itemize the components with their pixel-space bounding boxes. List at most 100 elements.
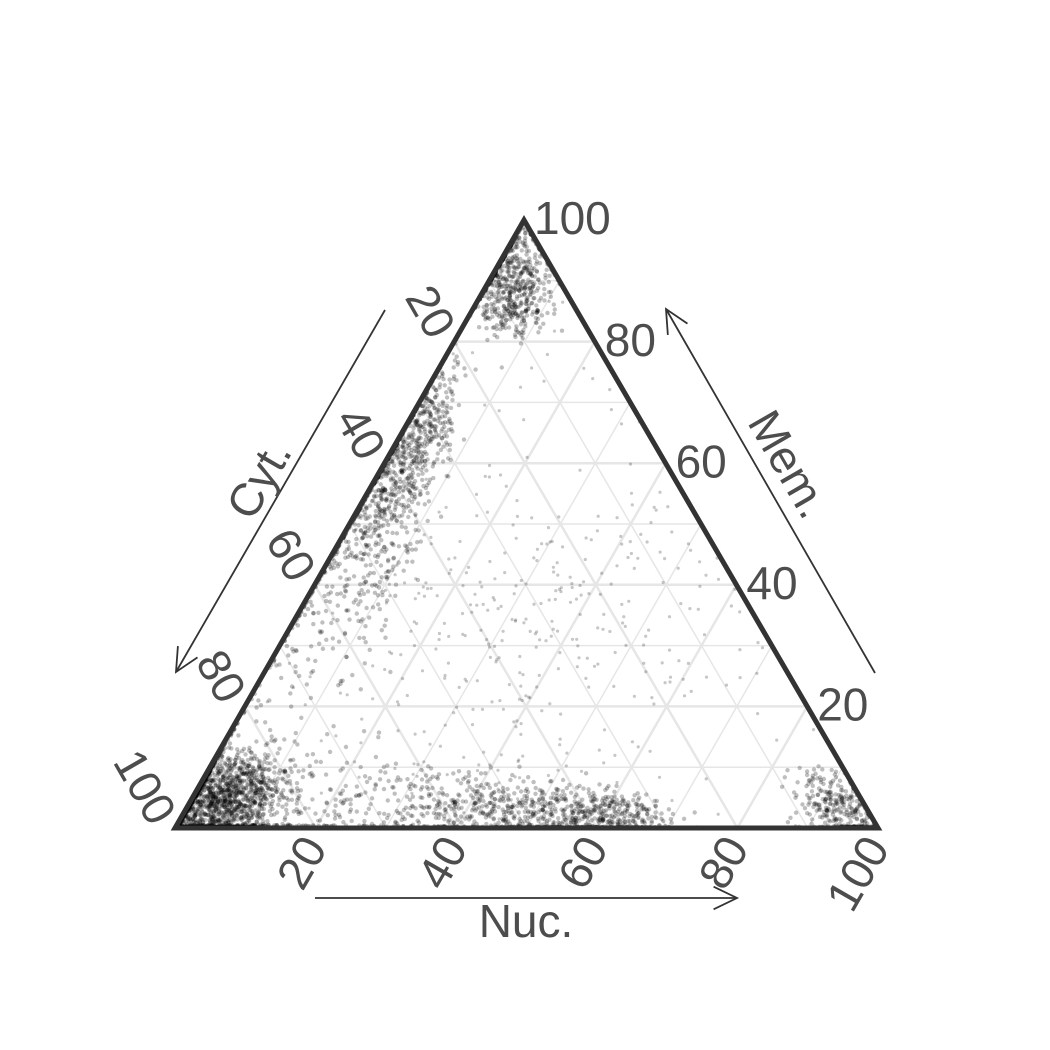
data-point bbox=[413, 547, 418, 552]
data-point bbox=[262, 794, 268, 799]
data-point bbox=[411, 426, 416, 431]
data-point bbox=[281, 777, 286, 782]
data-point bbox=[204, 803, 209, 808]
data-point bbox=[597, 782, 602, 787]
data-point bbox=[227, 817, 232, 823]
data-point bbox=[251, 768, 256, 774]
data-point bbox=[245, 765, 250, 771]
data-point bbox=[358, 582, 363, 587]
data-point bbox=[245, 815, 251, 821]
data-point bbox=[190, 822, 195, 827]
data-point bbox=[255, 787, 261, 793]
data-point bbox=[243, 752, 248, 757]
data-point bbox=[658, 490, 662, 494]
data-point bbox=[218, 768, 223, 774]
data-point bbox=[497, 656, 501, 660]
data-point bbox=[436, 402, 442, 408]
data-point bbox=[248, 778, 253, 784]
data-point bbox=[227, 797, 232, 802]
data-point bbox=[219, 803, 224, 808]
data-point bbox=[272, 812, 277, 817]
data-point bbox=[556, 816, 561, 821]
data-point bbox=[241, 787, 247, 792]
data-point bbox=[346, 539, 351, 545]
data-point bbox=[254, 814, 260, 819]
data-point bbox=[214, 809, 219, 814]
data-point bbox=[281, 769, 286, 774]
data-point bbox=[529, 279, 534, 284]
data-point bbox=[243, 803, 248, 808]
data-point bbox=[208, 803, 214, 808]
data-point bbox=[196, 793, 202, 798]
data-point bbox=[331, 611, 335, 615]
data-point bbox=[819, 788, 824, 793]
data-point bbox=[268, 761, 273, 766]
data-point bbox=[207, 804, 212, 810]
data-point bbox=[600, 811, 605, 816]
data-point bbox=[228, 757, 233, 762]
data-point bbox=[238, 801, 243, 807]
data-point bbox=[259, 806, 265, 812]
data-point bbox=[300, 774, 305, 780]
data-point bbox=[531, 290, 536, 295]
data-point bbox=[556, 820, 561, 825]
data-point bbox=[198, 811, 203, 816]
data-point bbox=[663, 557, 667, 561]
data-point bbox=[215, 798, 220, 803]
data-point bbox=[409, 447, 414, 453]
data-point bbox=[215, 819, 221, 824]
data-point bbox=[620, 810, 625, 814]
data-point bbox=[406, 547, 411, 552]
data-point bbox=[211, 777, 216, 782]
data-point bbox=[257, 787, 262, 792]
data-point bbox=[533, 791, 538, 796]
data-point bbox=[208, 781, 213, 786]
data-point bbox=[202, 804, 208, 809]
data-point bbox=[540, 797, 545, 802]
data-point bbox=[526, 248, 532, 254]
data-point bbox=[295, 742, 300, 747]
data-point bbox=[211, 778, 216, 783]
data-point bbox=[294, 781, 300, 786]
data-point bbox=[480, 707, 485, 712]
data-point bbox=[234, 793, 240, 798]
data-point bbox=[191, 819, 196, 825]
data-point bbox=[259, 780, 264, 785]
data-point bbox=[579, 769, 584, 773]
data-point bbox=[340, 801, 345, 806]
data-point bbox=[525, 298, 530, 303]
data-point bbox=[416, 472, 421, 477]
data-point bbox=[628, 811, 633, 817]
data-point bbox=[222, 795, 227, 801]
data-point bbox=[396, 544, 402, 549]
data-point bbox=[225, 785, 230, 790]
data-point bbox=[802, 806, 808, 811]
data-point bbox=[221, 767, 226, 773]
data-point bbox=[199, 799, 204, 804]
data-point bbox=[216, 769, 222, 775]
data-point bbox=[546, 279, 551, 285]
data-point bbox=[234, 807, 240, 813]
data-point bbox=[223, 761, 228, 767]
data-point bbox=[344, 654, 349, 660]
data-point bbox=[236, 755, 242, 761]
data-point bbox=[557, 515, 561, 519]
data-point bbox=[399, 524, 404, 529]
data-point bbox=[220, 788, 225, 793]
data-point bbox=[232, 765, 237, 770]
data-point bbox=[817, 814, 823, 820]
data-point bbox=[629, 551, 634, 556]
data-point bbox=[330, 584, 335, 589]
data-point bbox=[258, 785, 263, 791]
data-point bbox=[428, 412, 434, 418]
data-point bbox=[840, 788, 845, 793]
data-point bbox=[216, 811, 221, 817]
data-point bbox=[417, 413, 422, 418]
data-point bbox=[837, 778, 843, 783]
data-point bbox=[261, 812, 266, 817]
data-point bbox=[272, 765, 277, 770]
data-point bbox=[223, 790, 228, 795]
data-point bbox=[200, 798, 206, 803]
data-point bbox=[223, 820, 229, 826]
data-point bbox=[232, 791, 238, 797]
